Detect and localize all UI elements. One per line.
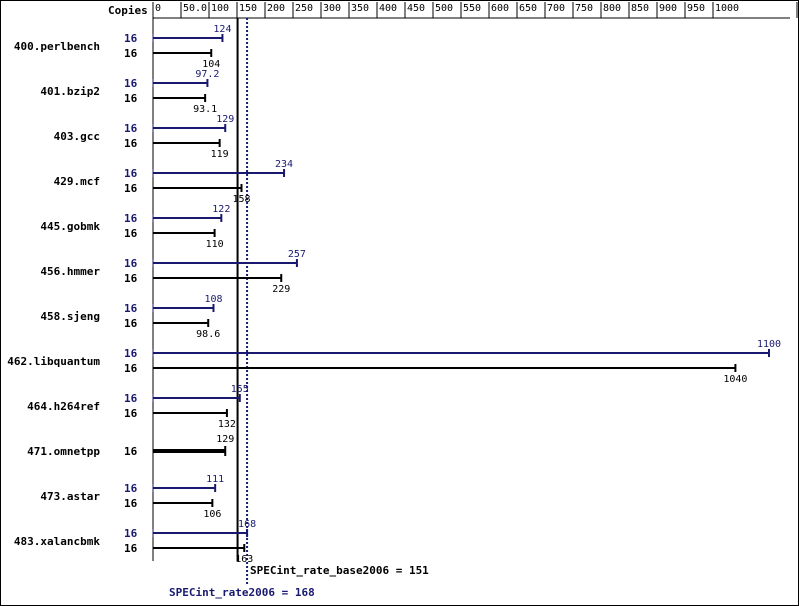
peak-value-label: 122 <box>212 204 230 215</box>
peak-copies: 16 <box>124 212 138 225</box>
base-value-label: 132 <box>218 419 236 430</box>
base-copies: 16 <box>124 407 138 420</box>
x-tick-label: 200 <box>267 3 285 14</box>
peak-copies: 16 <box>124 122 138 135</box>
peak-value-label: 1100 <box>757 339 781 350</box>
base-rate-label: SPECint_rate_base2006 = 151 <box>250 564 429 577</box>
base-value-label: 229 <box>272 284 290 295</box>
x-tick-label: 550 <box>463 3 481 14</box>
x-tick-label: 700 <box>547 3 565 14</box>
peak-value-label: 129 <box>216 114 234 125</box>
peak-copies: 16 <box>124 347 138 360</box>
benchmark-label: 462.libquantum <box>7 355 100 368</box>
benchmark-label: 471.omnetpp <box>27 445 100 458</box>
x-axis-ticks: 0 50.0 100 150 200 250 300 350 400 450 500 550 600 65… <box>152 2 798 18</box>
peak-value-label: 257 <box>288 249 306 260</box>
benchmark-label: 464.h264ref <box>27 400 100 413</box>
x-tick-label: 350 <box>351 3 369 14</box>
benchmark-label: 403.gcc <box>54 130 100 143</box>
peak-value-label: 234 <box>275 159 293 170</box>
x-tick-label: 50.0 <box>183 3 207 14</box>
x-tick-label: 150 <box>239 3 257 14</box>
benchmark-row: 400.perlbench 16 124 16 104 <box>14 24 232 70</box>
x-tick-label: 750 <box>575 3 593 14</box>
peak-copies: 16 <box>124 257 138 270</box>
benchmark-label: 483.xalancbmk <box>14 535 100 548</box>
reference-lines <box>236 18 249 584</box>
benchmark-row: 458.sjeng 16 108 16 98.6 <box>40 294 222 340</box>
x-tick-label: 250 <box>295 3 313 14</box>
benchmark-label: 429.mcf <box>54 175 100 188</box>
peak-copies: 16 <box>124 302 138 315</box>
benchmark-row: 473.astar 16 111 16 106 <box>40 474 224 520</box>
base-copies: 16 <box>124 47 138 60</box>
x-tick-label: 1000 <box>715 3 739 14</box>
benchmark-row: 403.gcc 16 129 16 119 <box>54 114 235 160</box>
peak-copies: 16 <box>124 167 138 180</box>
x-tick-label: 300 <box>323 3 341 14</box>
base-copies: 16 <box>124 137 138 150</box>
base-copies: 16 <box>124 542 138 555</box>
x-tick-label: 900 <box>659 3 677 14</box>
peak-value-label: 168 <box>238 519 256 530</box>
peak-value-label: 108 <box>204 294 222 305</box>
benchmark-row: 462.libquantum 16 1100 16 1040 <box>7 339 781 385</box>
base-copies: 16 <box>124 497 138 510</box>
base-value-label: 163 <box>235 554 253 565</box>
peak-copies: 16 <box>124 527 138 540</box>
benchmark-label: 473.astar <box>40 490 100 503</box>
benchmark-row: 429.mcf 16 234 16 158 <box>54 159 293 205</box>
peak-value-label: 124 <box>213 24 231 35</box>
benchmark-row: 445.gobmk 16 122 16 110 <box>40 204 230 250</box>
x-tick-label: 600 <box>491 3 509 14</box>
base-value-label: 93.1 <box>193 104 217 115</box>
base-value-label: 98.6 <box>196 329 220 340</box>
peak-copies: 16 <box>124 392 138 405</box>
benchmark-row: 456.hmmer 16 257 16 229 <box>40 249 306 295</box>
base-value-label: 104 <box>202 59 220 70</box>
peak-value-label: 111 <box>206 474 224 485</box>
base-value-label: 1040 <box>723 374 747 385</box>
base-copies: 16 <box>124 272 138 285</box>
base-value-label: 158 <box>232 194 250 205</box>
benchmark-label: 400.perlbench <box>14 40 100 53</box>
peak-value-label: 155 <box>231 384 249 395</box>
benchmark-rows: 400.perlbench 16 124 16 104 401.bzip2 16 97.2 16… <box>7 24 781 565</box>
base-value-label: 110 <box>206 239 224 250</box>
benchmark-row: 483.xalancbmk 16 168 16 163 <box>14 519 256 565</box>
base-copies: 16 <box>124 317 138 330</box>
base-value-label: 119 <box>211 149 229 160</box>
x-tick-label: 850 <box>631 3 649 14</box>
x-tick-label: 0 <box>155 3 161 14</box>
x-tick-label: 450 <box>407 3 425 14</box>
x-tick-label: 100 <box>211 3 229 14</box>
copies-header: Copies <box>108 4 148 17</box>
benchmark-label: 458.sjeng <box>40 310 100 323</box>
benchmark-label: 445.gobmk <box>40 220 100 233</box>
base-value-label: 106 <box>203 509 221 520</box>
base-value-label: 129 <box>216 434 234 445</box>
x-tick-label: 500 <box>435 3 453 14</box>
peak-value-label: 97.2 <box>195 69 219 80</box>
base-copies: 16 <box>124 362 138 375</box>
benchmark-label: 401.bzip2 <box>40 85 100 98</box>
benchmark-row: 401.bzip2 16 97.2 16 93.1 <box>40 69 219 115</box>
base-copies: 16 <box>124 445 138 458</box>
peak-copies: 16 <box>124 482 138 495</box>
benchmark-row: 464.h264ref 16 155 16 132 <box>27 384 249 430</box>
peak-copies: 16 <box>124 32 138 45</box>
x-tick-label: 400 <box>379 3 397 14</box>
peak-copies: 16 <box>124 77 138 90</box>
x-tick-label: 950 <box>687 3 705 14</box>
peak-rate-label: SPECint_rate2006 = 168 <box>169 586 315 599</box>
x-tick-label: 650 <box>519 3 537 14</box>
base-copies: 16 <box>124 227 138 240</box>
base-copies: 16 <box>124 182 138 195</box>
benchmark-row: 471.omnetpp 16 129 <box>27 434 234 458</box>
x-tick-label: 800 <box>603 3 621 14</box>
base-copies: 16 <box>124 92 138 105</box>
benchmark-label: 456.hmmer <box>40 265 100 278</box>
